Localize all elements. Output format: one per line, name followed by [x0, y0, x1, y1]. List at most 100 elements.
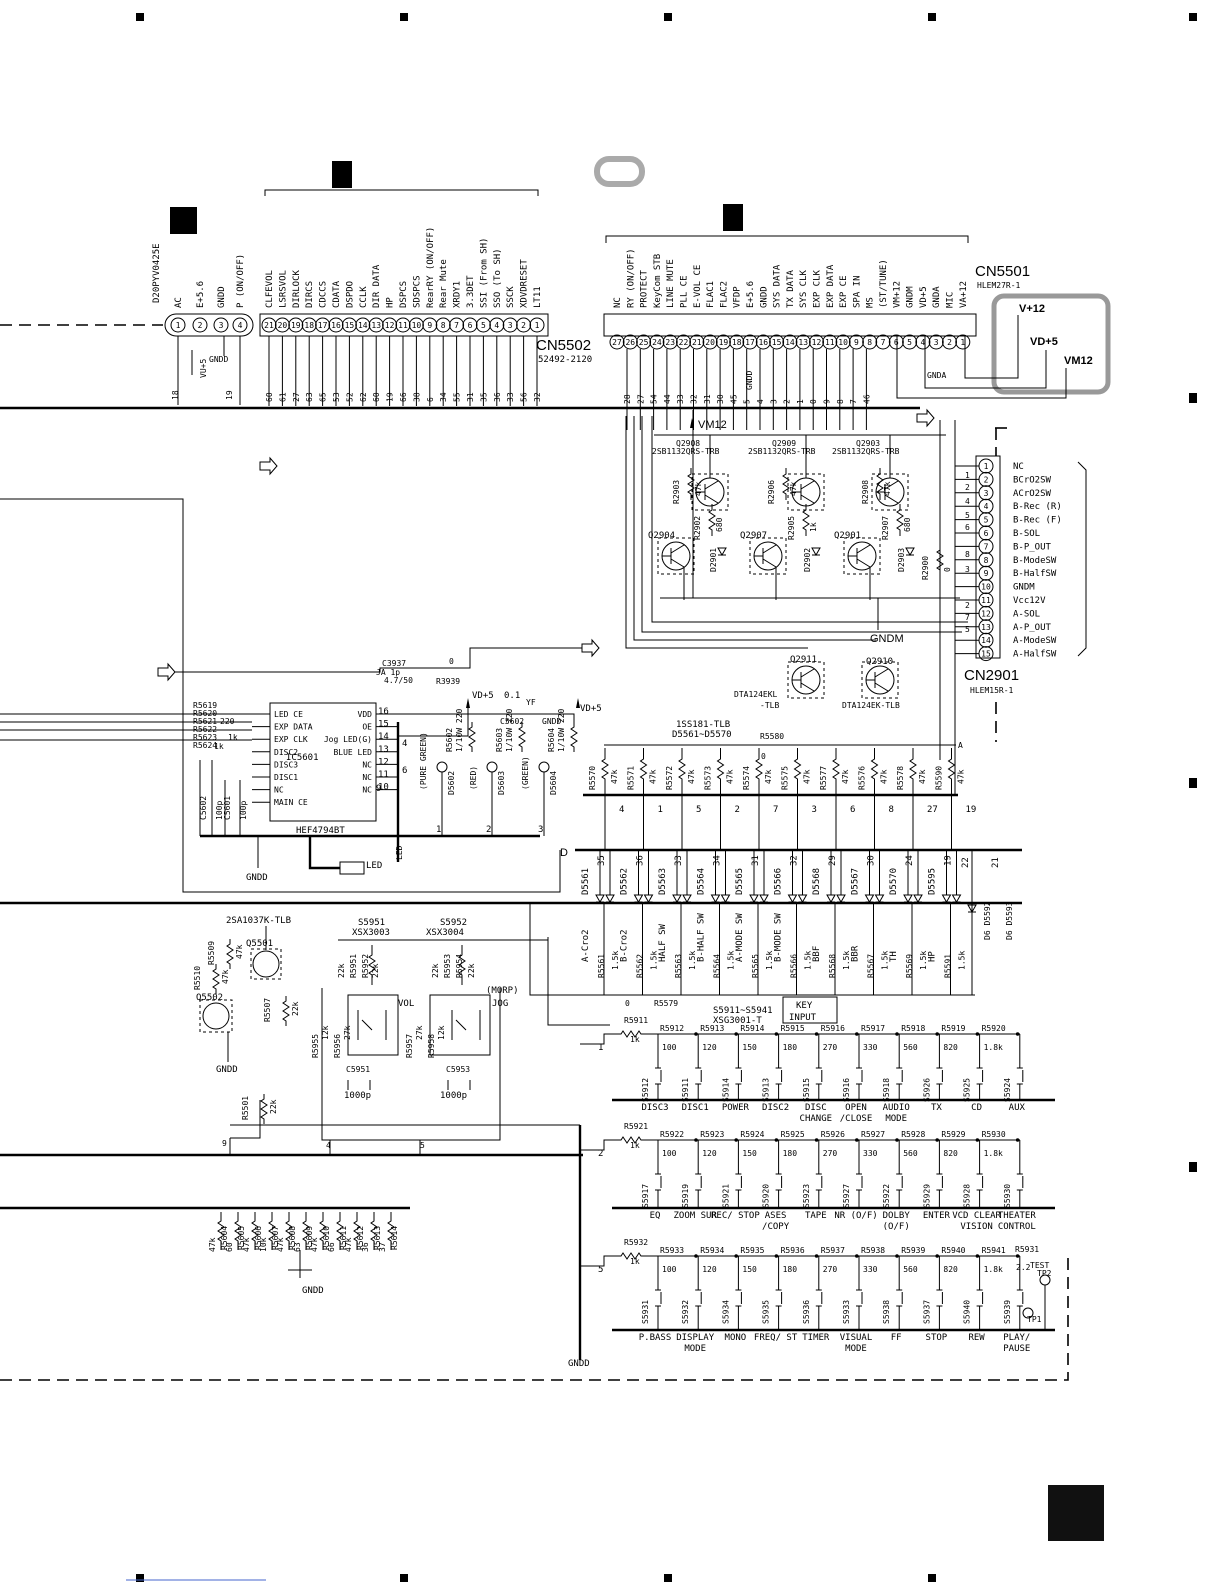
switch-ref: S5940	[963, 1300, 972, 1324]
pin-number: 3	[508, 321, 513, 330]
pin-circle	[315, 317, 331, 333]
pin-number: 11	[398, 321, 408, 330]
side-number: 7	[965, 613, 970, 622]
pin-label: VFDP	[733, 286, 743, 308]
resistor-ref: R5501	[241, 1096, 250, 1120]
svg-text:Q5501: Q5501	[246, 939, 273, 949]
resistor-value: 22k	[269, 1099, 278, 1114]
tact-switch	[896, 1060, 903, 1092]
transistor-ref: Q2909	[772, 439, 796, 448]
resistor-ref: R5612	[356, 1226, 365, 1250]
resistor-ref: R5915	[781, 1024, 805, 1033]
resistor	[353, 1212, 361, 1250]
resistor-ref: R5958	[427, 1034, 436, 1058]
pin-number: 7	[454, 321, 459, 330]
net-number: 1	[436, 825, 441, 835]
side-number: 5	[965, 625, 970, 634]
switch-ref: S5921	[721, 1184, 730, 1208]
resistor	[716, 748, 725, 790]
resistor-value: 1k	[809, 522, 818, 532]
resistor-ref: R5619	[193, 701, 217, 710]
pin-circle	[422, 317, 438, 333]
pin-label: B-SOL	[1013, 529, 1040, 539]
resistor	[387, 1212, 395, 1250]
net-number: 62	[359, 392, 368, 402]
net-number: 3	[538, 825, 543, 835]
transistor-ref: Q2907	[740, 531, 767, 541]
ic-pin-label: BLUE LED	[333, 748, 372, 757]
resistor	[251, 1212, 259, 1250]
ic-pin-number: 4	[402, 739, 407, 749]
key-label: CD	[971, 1103, 982, 1113]
resistor-value: 1/10W 220	[505, 708, 514, 752]
key-label: TAPE	[805, 1211, 827, 1221]
pin-number: 8	[441, 321, 446, 330]
pin-label: ACrO2SW	[1013, 489, 1052, 499]
pin-circle	[795, 334, 811, 350]
resistor-value: 1k	[630, 1257, 640, 1266]
pin-number: 16	[758, 338, 768, 347]
resistor	[570, 722, 578, 752]
net-number: 21	[991, 857, 1001, 868]
resistor-ref: R5610	[322, 1226, 331, 1250]
resistor	[782, 468, 790, 500]
pin-number: 4	[238, 321, 243, 330]
pin-label: 3.3DET	[466, 275, 476, 308]
resistor-label: R5952	[361, 954, 370, 978]
svg-text:18: 18	[171, 390, 180, 400]
resistor-ref: R5932	[624, 1238, 648, 1247]
resistor-value: 1.8k	[984, 1265, 1003, 1274]
resistor-ref: R5921	[624, 1122, 648, 1131]
row-number: 7	[773, 805, 778, 815]
svg-text:JA 1p: JA 1p	[376, 668, 400, 677]
side-number: 4	[965, 497, 970, 506]
resistor-ref: R5611	[339, 1226, 348, 1250]
resistor-ref: R5590	[935, 766, 944, 790]
connector-part: D20PYV0425E	[152, 243, 162, 303]
pin-number: 20	[705, 338, 715, 347]
key-label: /CLOSE	[840, 1114, 873, 1124]
resistor-ref: R2903	[672, 480, 681, 504]
resistor	[870, 748, 879, 790]
resistor	[260, 1094, 268, 1124]
pin-label: XDVDRESET	[520, 259, 530, 308]
ic-pin-label: LED CE	[274, 710, 303, 719]
resistor	[612, 1136, 650, 1144]
svg-text:S5951: S5951	[358, 918, 385, 928]
diode-ref: D6 D5592	[983, 901, 992, 940]
resistor-value: 47k	[242, 1237, 251, 1252]
signal-label: B-MODE SW	[774, 913, 784, 962]
key-label: MODE	[684, 1344, 706, 1354]
tact-switch	[976, 1060, 984, 1092]
cap-value: 1000p	[440, 1091, 467, 1101]
resistor-value: 560	[903, 1149, 918, 1158]
row-number: 8	[889, 805, 894, 815]
resistor-ref: R5563	[674, 954, 683, 978]
pin-number: 13	[371, 321, 381, 330]
pin-number: 15	[772, 338, 782, 347]
pin-number: 14	[785, 338, 795, 347]
net-number: 60	[372, 392, 381, 402]
diode-ref: D5564	[697, 868, 707, 895]
resistor-value: 47k	[880, 769, 889, 784]
tact-switch	[735, 1166, 742, 1198]
tact-switch	[775, 1060, 783, 1092]
resistor-value: 47k	[687, 769, 696, 784]
key-label: STOP	[926, 1333, 948, 1343]
transistor-part: 2SB1132QRS-TRB	[748, 447, 816, 456]
pin-label: SSCK	[506, 286, 516, 308]
switch-ref: S5933	[842, 1300, 851, 1324]
pin-number: 26	[625, 338, 635, 347]
net-number: 60	[265, 392, 274, 402]
resistor-value: 330	[863, 1043, 878, 1052]
diode	[717, 547, 727, 557]
tact-switch	[856, 1166, 863, 1198]
pin-number: 23	[665, 338, 675, 347]
resistor-value: 27k	[343, 1025, 352, 1040]
pin-number: 1	[176, 321, 181, 330]
cap-ref: C5953	[446, 1065, 470, 1074]
diode-ref: D2903	[897, 548, 906, 572]
resistor-ref: R5608	[288, 1226, 297, 1250]
resistor-value: 100	[662, 1043, 677, 1052]
